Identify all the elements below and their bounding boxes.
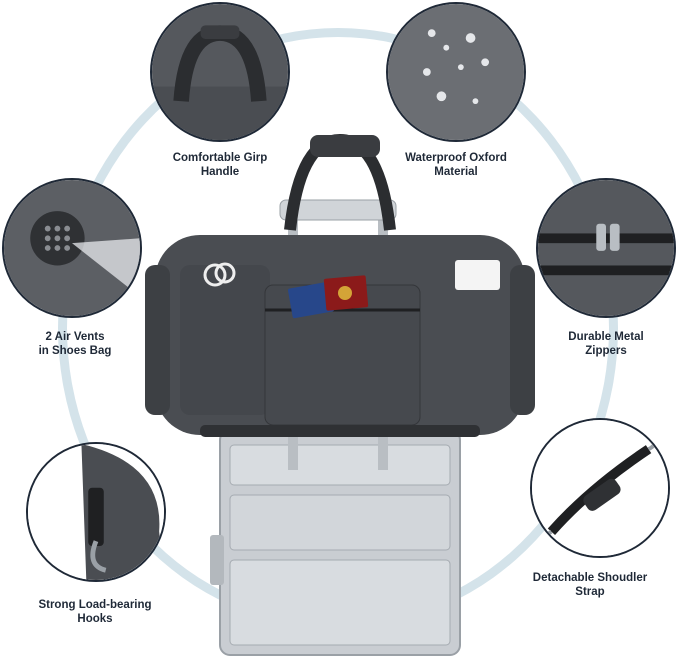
handle-label: Comfortable Girp Handle xyxy=(172,152,268,178)
handle-icon xyxy=(152,4,288,140)
material-label: Waterproof Oxford Material xyxy=(405,152,507,178)
water-drops-icon xyxy=(388,4,524,140)
hook-detail-circle xyxy=(26,442,166,582)
strap-detail-circle xyxy=(530,418,670,558)
air-vent-icon xyxy=(4,180,140,316)
air-vent-detail-circle xyxy=(2,178,142,318)
strap-label: Detachable Shoudler Strap xyxy=(532,572,648,598)
zipper-icon xyxy=(538,180,674,316)
hook-icon xyxy=(28,444,164,580)
hooks-label: Strong Load-bearing Hooks xyxy=(38,599,152,625)
strap-icon xyxy=(532,420,668,556)
zippers-label: Durable Metal Zippers xyxy=(568,331,644,357)
duffel-bag-on-suitcase-image xyxy=(140,125,540,660)
zipper-detail-circle xyxy=(536,178,676,318)
material-detail-circle xyxy=(386,2,526,142)
air-vents-label: 2 Air Vents in Shoes Bag xyxy=(38,331,112,357)
handle-detail-circle xyxy=(150,2,290,142)
